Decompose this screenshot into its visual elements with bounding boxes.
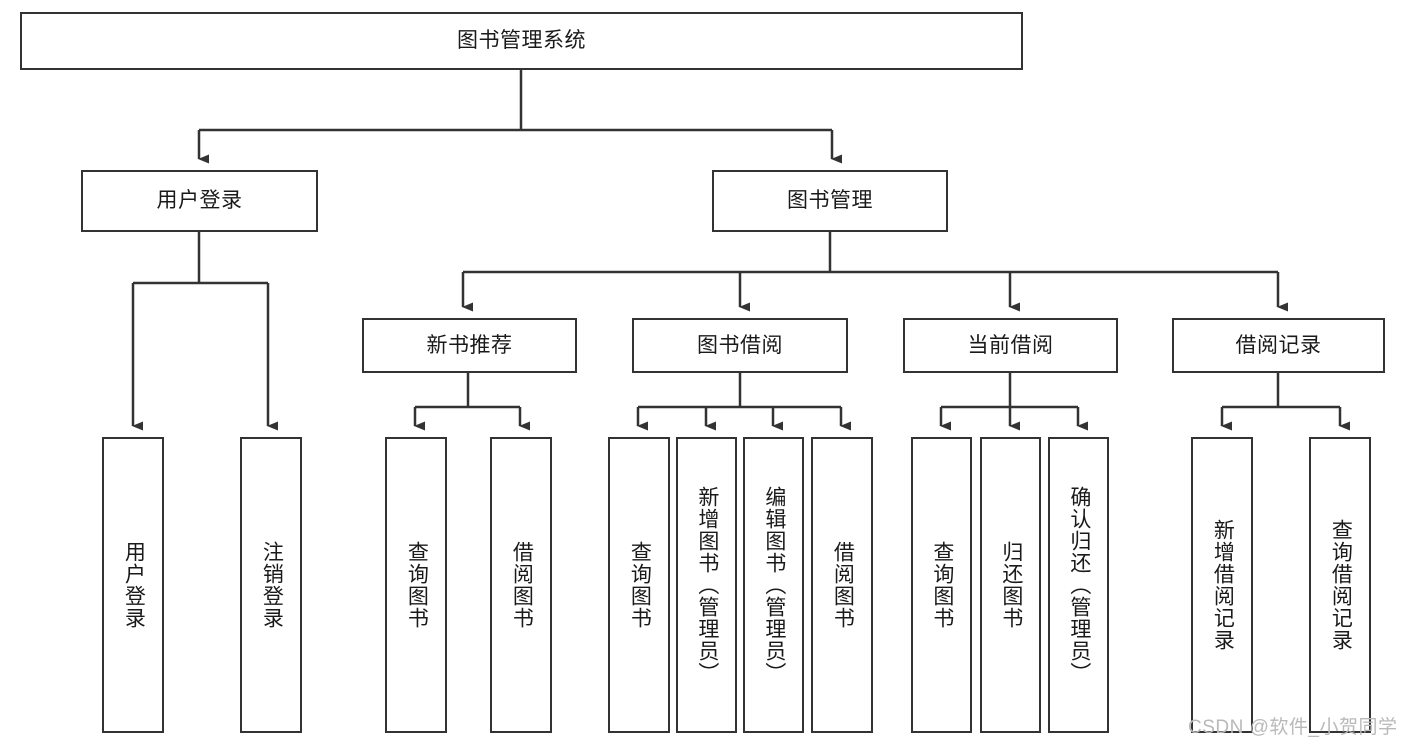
node-leaf-add-record[interactable]: 新增借阅记录 bbox=[1191, 437, 1253, 733]
node-book-borrow[interactable]: 图书借阅 bbox=[632, 318, 848, 373]
node-leaf-logout-label: 注销登录 bbox=[260, 541, 284, 629]
node-leaf-query-book-2[interactable]: 查询图书 bbox=[608, 437, 670, 733]
node-leaf-return-book[interactable]: 归还图书 bbox=[980, 437, 1041, 733]
node-book-borrow-label: 图书借阅 bbox=[697, 333, 783, 357]
node-leaf-return-book-label: 归还图书 bbox=[999, 541, 1023, 629]
node-leaf-confirm-return-label: 确认归还（管理员） bbox=[1067, 486, 1091, 684]
node-leaf-borrow-book-2-label: 借阅图书 bbox=[831, 541, 855, 629]
node-leaf-add-book[interactable]: 新增图书（管理员） bbox=[676, 437, 737, 733]
node-leaf-add-book-label: 新增图书（管理员） bbox=[695, 486, 719, 684]
node-leaf-user-login[interactable]: 用户登录 bbox=[102, 437, 164, 733]
node-leaf-query-record-label: 查询借阅记录 bbox=[1329, 519, 1353, 651]
node-leaf-edit-book[interactable]: 编辑图书（管理员） bbox=[743, 437, 804, 733]
node-leaf-query-record[interactable]: 查询借阅记录 bbox=[1309, 437, 1371, 733]
node-leaf-query-book-1[interactable]: 查询图书 bbox=[385, 437, 447, 733]
node-book-manage-label: 图书管理 bbox=[787, 189, 873, 213]
node-leaf-query-book-3-label: 查询图书 bbox=[930, 541, 954, 629]
node-user-login-label: 用户登录 bbox=[156, 189, 243, 213]
node-root[interactable]: 图书管理系统 bbox=[20, 12, 1023, 70]
node-leaf-edit-book-label: 编辑图书（管理员） bbox=[762, 486, 786, 684]
node-borrow-record[interactable]: 借阅记录 bbox=[1172, 318, 1385, 373]
node-leaf-query-book-3[interactable]: 查询图书 bbox=[911, 437, 972, 733]
node-leaf-add-record-label: 新增借阅记录 bbox=[1211, 519, 1235, 651]
node-borrow-record-label: 借阅记录 bbox=[1235, 333, 1322, 357]
node-leaf-borrow-book-1-label: 借阅图书 bbox=[510, 541, 534, 629]
node-leaf-borrow-book-1[interactable]: 借阅图书 bbox=[490, 437, 552, 733]
node-leaf-logout[interactable]: 注销登录 bbox=[240, 437, 302, 733]
node-root-label: 图书管理系统 bbox=[457, 29, 586, 53]
node-leaf-borrow-book-2[interactable]: 借阅图书 bbox=[811, 437, 873, 733]
node-leaf-confirm-return[interactable]: 确认归还（管理员） bbox=[1048, 437, 1109, 733]
node-leaf-query-book-1-label: 查询图书 bbox=[405, 541, 429, 629]
node-leaf-user-login-label: 用户登录 bbox=[122, 541, 146, 629]
node-new-book-rec-label: 新书推荐 bbox=[426, 333, 513, 357]
node-book-manage[interactable]: 图书管理 bbox=[712, 170, 948, 232]
node-leaf-query-book-2-label: 查询图书 bbox=[628, 541, 652, 629]
node-current-borrow-label: 当前借阅 bbox=[967, 333, 1054, 357]
csdn-watermark: CSDN @软件_小贺同学 bbox=[1188, 717, 1398, 738]
node-new-book-rec[interactable]: 新书推荐 bbox=[362, 318, 577, 373]
node-current-borrow[interactable]: 当前借阅 bbox=[903, 318, 1118, 373]
node-user-login[interactable]: 用户登录 bbox=[81, 170, 318, 232]
